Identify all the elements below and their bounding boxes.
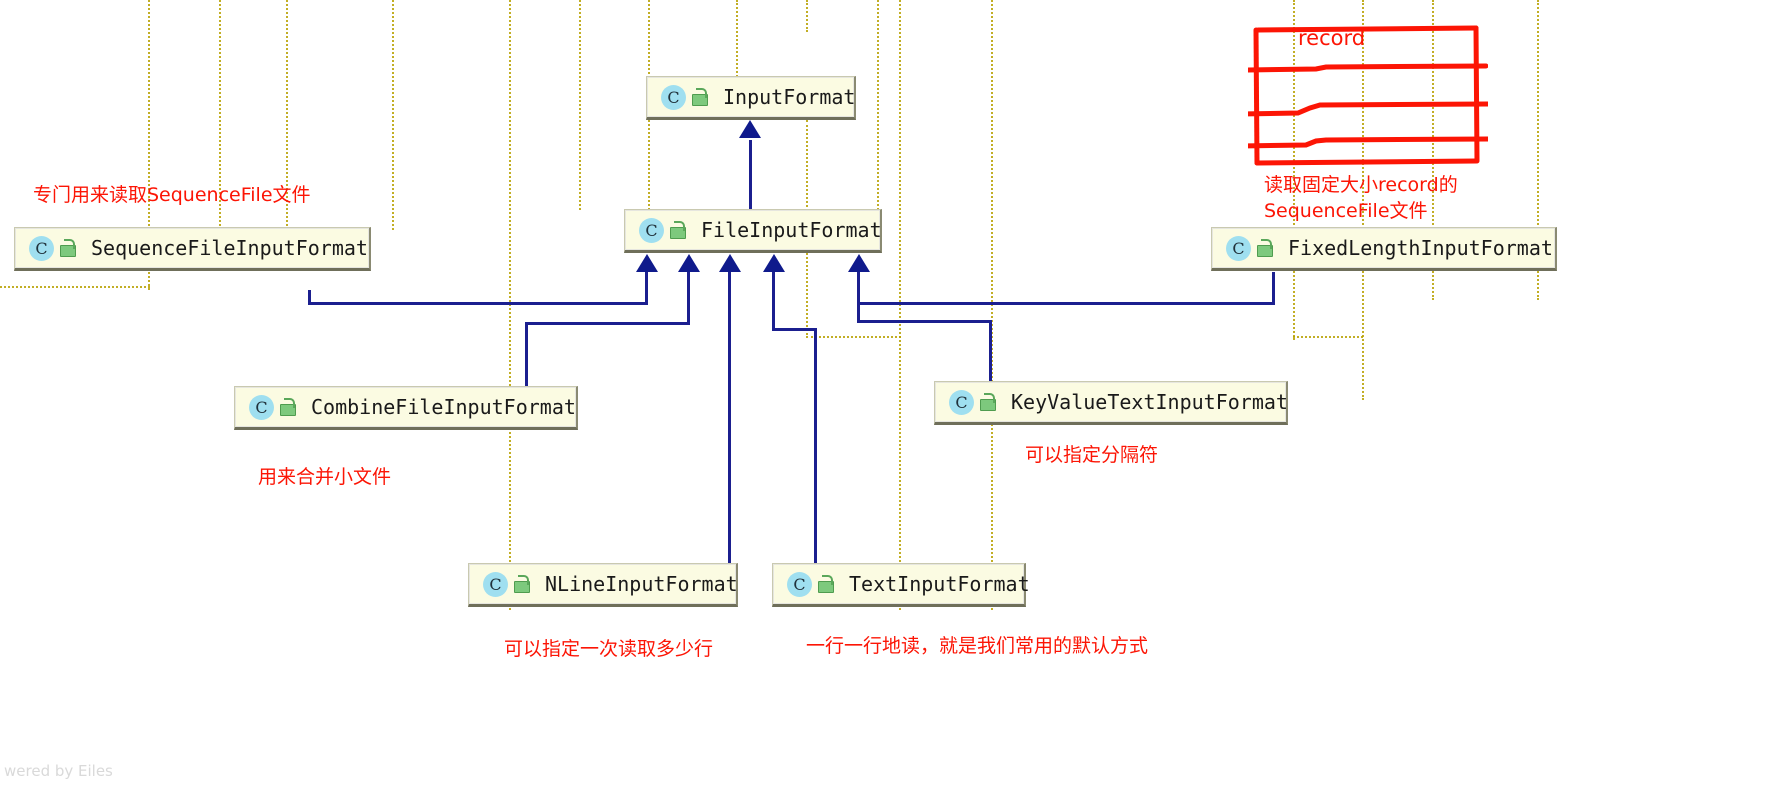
- arrow-from-combinefileinputformat: [678, 254, 700, 272]
- connector-sequencefile-riser: [645, 272, 648, 304]
- class-icon: C: [787, 571, 812, 597]
- class-name-label: KeyValueTextInputFormat: [1011, 390, 1288, 414]
- connector-combinefile-riser: [687, 272, 690, 324]
- connector-sequencefile-horizontal: [308, 302, 648, 305]
- connector-text-drop: [814, 328, 817, 564]
- class-box-fileinputformat[interactable]: C FileInputFormat: [624, 209, 882, 253]
- class-box-combinefileinputformat[interactable]: C CombineFileInputFormat: [234, 386, 578, 430]
- class-box-nlineinputformat[interactable]: C NLineInputFormat: [468, 563, 738, 607]
- guide-line-vertical: [877, 0, 879, 210]
- guide-line-vertical: [806, 0, 808, 32]
- guide-line-vertical: [1537, 0, 1539, 300]
- guide-line-vertical: [899, 0, 901, 610]
- arrow-from-keyvaluetextinputformat: [848, 254, 870, 272]
- guide-line-vertical: [1432, 0, 1434, 300]
- unlocked-icon: [670, 221, 686, 239]
- class-name-label: CombineFileInputFormat: [311, 395, 576, 419]
- unlocked-icon: [1257, 239, 1273, 257]
- connector-combinefile-vertical: [525, 322, 528, 388]
- class-box-fixedlengthinputformat[interactable]: C FixedLengthInputFormat: [1211, 227, 1557, 271]
- record-sketch-label: record: [1298, 26, 1366, 50]
- unlocked-icon: [692, 88, 708, 106]
- annotation-combinefileinputformat: 用来合并小文件: [258, 466, 392, 488]
- guide-line-vertical: [148, 0, 150, 290]
- unlocked-icon: [60, 239, 76, 257]
- class-box-keyvaluetextinputformat[interactable]: C KeyValueTextInputFormat: [934, 381, 1288, 425]
- class-icon: C: [949, 389, 974, 415]
- unlocked-icon: [280, 398, 296, 416]
- guide-line-vertical: [1293, 0, 1295, 340]
- annotation-keyvaluetextinputformat: 可以指定分隔符: [1025, 444, 1159, 466]
- connector-sequencefile-vertical: [308, 290, 311, 305]
- guide-line-vertical: [392, 0, 394, 230]
- connector-fixedlength-drop: [1272, 272, 1275, 304]
- annotation-fixedlengthinputformat: 读取固定大小record的 SequenceFile文件: [1264, 174, 1458, 222]
- class-icon: C: [29, 235, 54, 261]
- class-name-label: FileInputFormat: [701, 218, 882, 242]
- guide-line-vertical: [991, 0, 993, 610]
- arrow-from-textinputformat: [763, 254, 785, 272]
- connector-text-vertical: [772, 272, 775, 330]
- connector-combinefile-horizontal: [525, 322, 690, 325]
- class-name-label: TextInputFormat: [849, 572, 1030, 596]
- record-sketch: [1248, 25, 1488, 166]
- arrow-inputformat: [739, 120, 761, 138]
- guide-line-vertical: [509, 0, 511, 610]
- connector-fileinputformat-to-inputformat: [749, 140, 752, 212]
- class-icon: C: [483, 571, 508, 597]
- class-name-label: FixedLengthInputFormat: [1288, 236, 1553, 260]
- watermark-text: wered by Eiles: [4, 762, 113, 780]
- guide-line-horizontal: [1293, 336, 1363, 338]
- guide-line-vertical: [736, 0, 738, 85]
- unlocked-icon: [980, 393, 996, 411]
- arrow-from-sequencefileinputformat: [636, 254, 658, 272]
- guide-line-vertical: [579, 0, 581, 210]
- guide-line-horizontal: [806, 336, 901, 338]
- class-icon: C: [249, 394, 274, 420]
- unlocked-icon: [514, 575, 530, 593]
- class-box-textinputformat[interactable]: C TextInputFormat: [772, 563, 1030, 607]
- connector-keyvalue-riser: [857, 272, 860, 322]
- annotation-sequencefileinputformat: 专门用来读取SequenceFile文件: [33, 184, 311, 206]
- guide-line-vertical: [219, 0, 221, 230]
- connector-nline-vertical: [728, 272, 731, 564]
- class-box-inputformat[interactable]: C InputFormat: [646, 76, 856, 120]
- unlocked-icon: [818, 575, 834, 593]
- class-box-sequencefileinputformat[interactable]: C SequenceFileInputFormat: [14, 227, 371, 271]
- guide-line-vertical: [1362, 0, 1364, 400]
- connector-fixedlength-horizontal: [857, 302, 1275, 305]
- guide-line-vertical: [286, 0, 288, 230]
- guide-line-horizontal: [0, 286, 150, 288]
- connector-text-horizontal: [772, 328, 816, 331]
- class-icon: C: [661, 84, 686, 110]
- annotation-textinputformat: 一行一行地读，就是我们常用的默认方式: [806, 635, 1149, 657]
- class-icon: C: [639, 217, 664, 243]
- connector-keyvalue-horizontal: [857, 320, 992, 323]
- connector-keyvalue-drop: [989, 320, 992, 382]
- class-name-label: SequenceFileInputFormat: [91, 236, 368, 260]
- annotation-nlineinputformat: 可以指定一次读取多少行: [504, 638, 714, 660]
- class-name-label: NLineInputFormat: [545, 572, 738, 596]
- arrow-from-nlineinputformat: [719, 254, 741, 272]
- class-icon: C: [1226, 235, 1251, 261]
- class-name-label: InputFormat: [723, 85, 856, 109]
